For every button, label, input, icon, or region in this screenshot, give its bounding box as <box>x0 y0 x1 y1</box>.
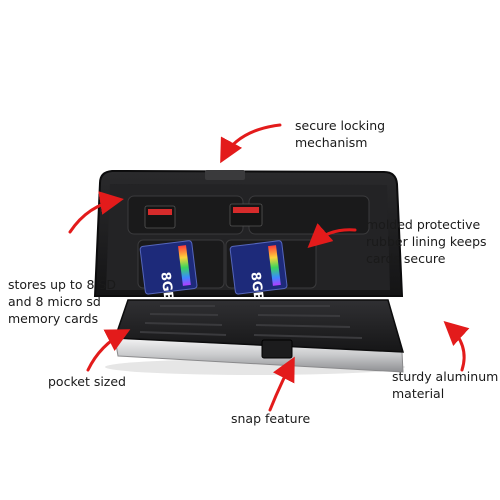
callout-snap-feature: snap feature <box>231 411 311 426</box>
arrow-pocket-sized <box>86 329 131 372</box>
sd-card: 8GB <box>139 240 198 302</box>
callout-arrows <box>68 123 470 412</box>
callout-pocket-sized: pocket sized <box>48 374 126 389</box>
arrow-sturdy-aluminum <box>443 320 470 372</box>
callout-secure-locking: secure locking mechanism <box>295 118 386 150</box>
microsd-card <box>229 203 263 227</box>
microsd-card <box>144 205 176 229</box>
case-lid: 8GB 8GB <box>93 169 404 302</box>
sd-card: 8GB <box>229 240 288 302</box>
snap-clasp <box>261 339 293 359</box>
svg-text:8GB: 8GB <box>157 271 175 302</box>
arrow-secure-locking <box>220 123 282 164</box>
case-base <box>113 299 405 373</box>
arrow-snap-feature <box>268 356 295 412</box>
callout-molded-lining: molded protective rubber lining keeps ca… <box>366 217 487 266</box>
arrow-stores-up-to <box>68 191 124 234</box>
callout-stores-up-to: stores up to 8 SD and 8 micro sd memory … <box>8 277 116 326</box>
lid-latch <box>205 170 245 180</box>
callout-sturdy-aluminum: sturdy aluminum material <box>392 369 499 401</box>
svg-text:8GB: 8GB <box>247 271 265 302</box>
arrow-molded-lining <box>307 223 357 248</box>
